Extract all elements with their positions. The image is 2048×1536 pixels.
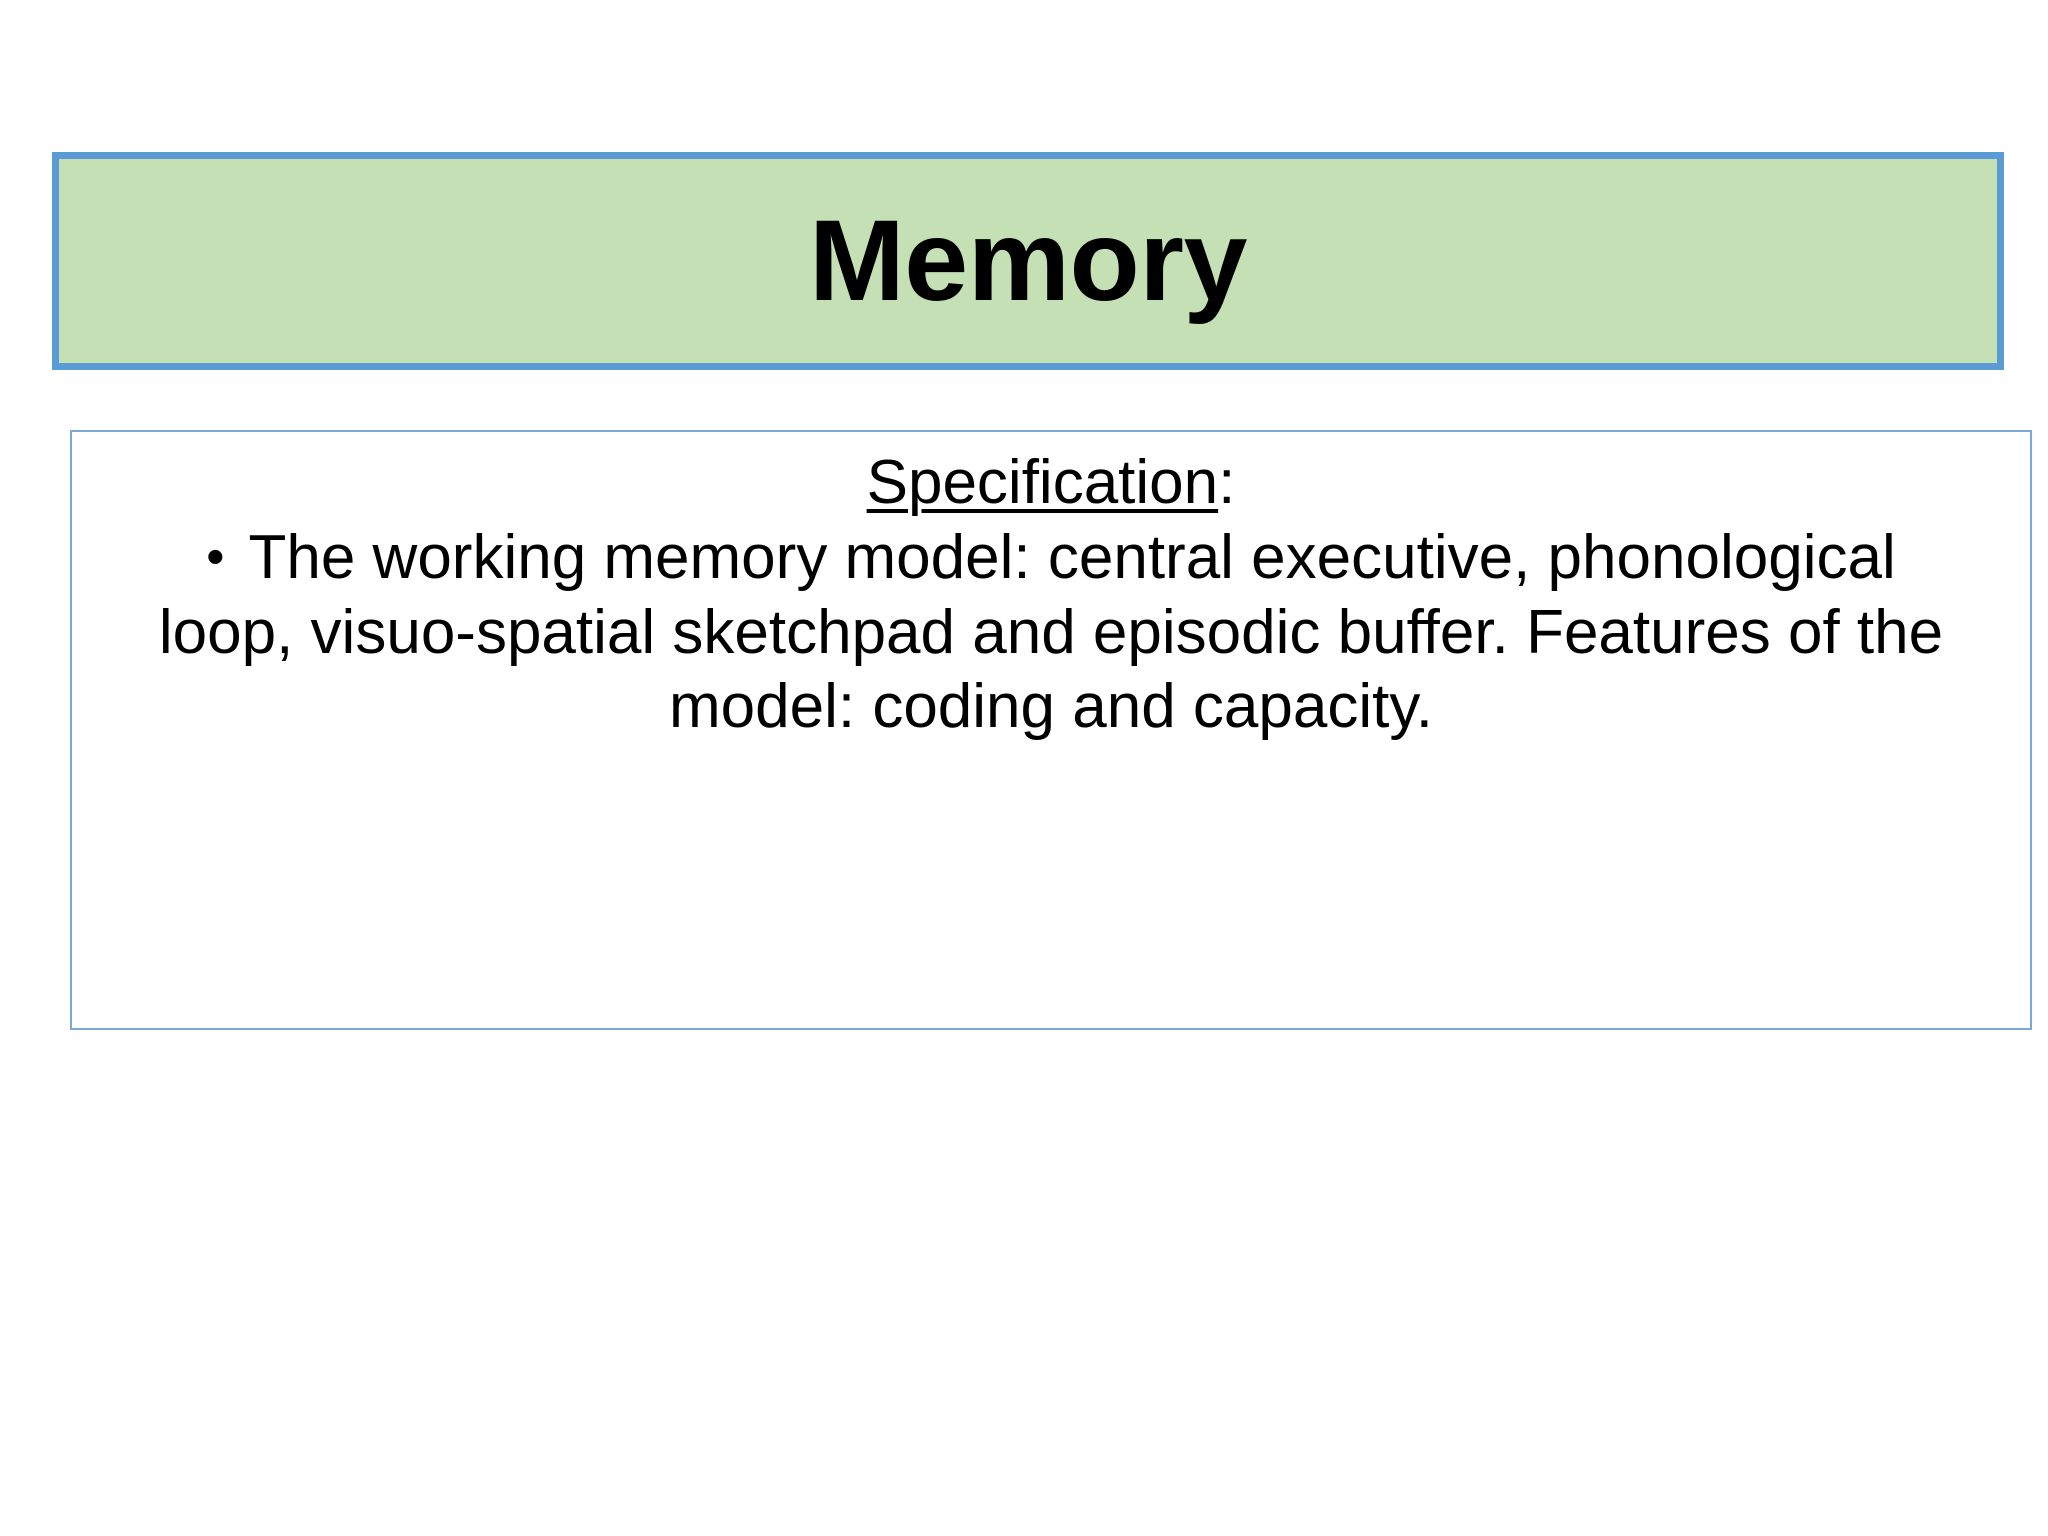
page-title: Memory bbox=[809, 196, 1247, 325]
bullet-dot-icon: • bbox=[206, 528, 225, 586]
list-item: •The working memory model: central execu… bbox=[102, 521, 2000, 744]
specification-bullet-list: •The working memory model: central execu… bbox=[102, 521, 2000, 744]
list-item-text: The working memory model: central execut… bbox=[158, 523, 1944, 741]
title-box: Memory bbox=[52, 152, 2004, 370]
specification-heading-colon: : bbox=[1218, 448, 1236, 517]
specification-heading-label: Specification bbox=[866, 448, 1219, 517]
content-box: Specification: •The working memory model… bbox=[70, 430, 2032, 1030]
specification-heading: Specification: bbox=[102, 446, 2000, 519]
content-body: Specification: •The working memory model… bbox=[72, 432, 2030, 744]
